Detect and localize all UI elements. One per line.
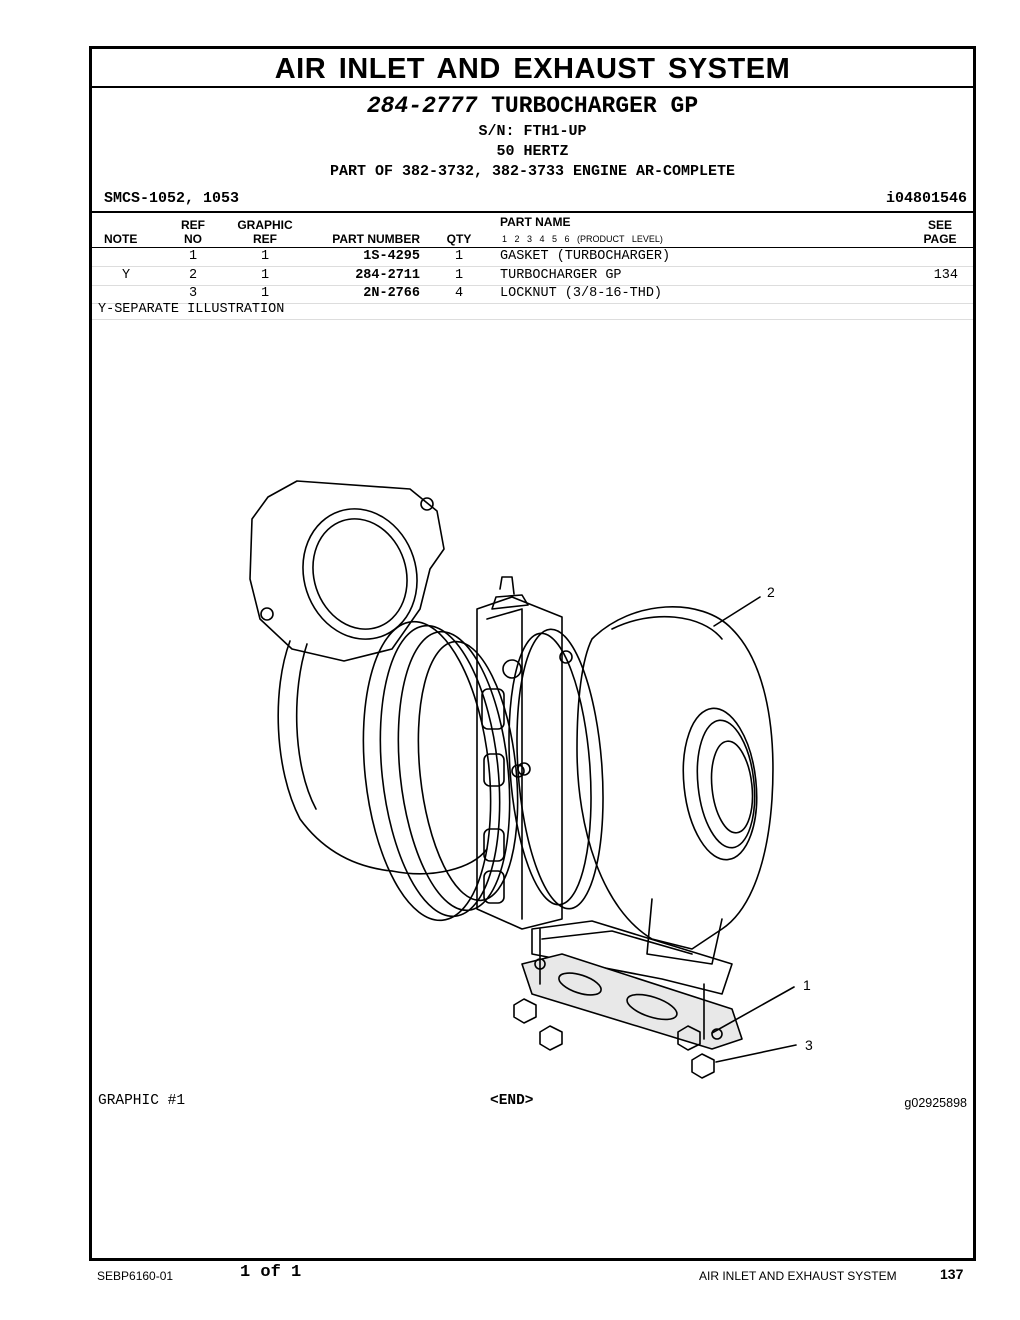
page-frame: AIR INLET AND EXHAUST SYSTEM 284-2777 TU… [89, 46, 976, 1261]
frequency: 50 HERTZ [496, 143, 569, 160]
table-header-rule [92, 247, 973, 248]
row-ref: 2 [188, 268, 198, 283]
row-divider [92, 266, 973, 267]
smcs-codes: SMCS-1052, 1053 [104, 190, 240, 207]
col-ref-bottom: NO [184, 232, 202, 246]
row-qty: 1 [454, 268, 464, 283]
turbocharger-illustration: 2 1 3 [249, 480, 813, 1079]
row-part-number: 2N-2766 [363, 286, 420, 301]
part-of-line: PART OF 382-3732, 382-3733 ENGINE AR-COM… [329, 163, 736, 180]
row-part-name: GASKET (TURBOCHARGER) [500, 249, 671, 264]
header-divider [92, 211, 973, 213]
col-product-level: 1 2 3 4 5 6 (PRODUCT LEVEL) [502, 234, 663, 244]
row-qty: 4 [454, 286, 464, 301]
row-part-number: 1S-4295 [363, 249, 420, 264]
row-divider [92, 285, 973, 286]
row-note: Y [121, 268, 131, 283]
footer-page-of: 1 of 1 [240, 1263, 302, 1282]
col-see-bottom: PAGE [923, 232, 957, 246]
callout-2: 2 [767, 584, 775, 600]
group-part-number: 284-2777 [366, 93, 478, 119]
row-graphic: 1 [260, 268, 270, 283]
col-part-name: PART NAME [500, 215, 571, 229]
row-graphic: 1 [260, 286, 270, 301]
footer-page-number: 137 [940, 1266, 964, 1282]
graphic-label: GRAPHIC #1 [98, 1093, 186, 1109]
col-graphic-top: GRAPHIC [237, 218, 293, 232]
col-see-top: SEE [927, 218, 952, 232]
callout-1: 1 [803, 977, 811, 993]
row-graphic: 1 [260, 249, 270, 264]
footer-doc-number: SEBP6160-01 [97, 1269, 174, 1283]
col-ref-top: REF [181, 218, 205, 232]
callout-3: 3 [805, 1037, 813, 1053]
footnote-divider [92, 319, 973, 320]
row-part-number: 284-2711 [355, 268, 420, 283]
col-graphic-bottom: REF [253, 232, 277, 246]
col-note: NOTE [104, 232, 138, 246]
row-see-page[interactable]: 134 [933, 268, 958, 283]
footer-section: AIR INLET AND EXHAUST SYSTEM [699, 1269, 897, 1283]
group-title: 284-2777 TURBOCHARGER GP [92, 93, 973, 119]
row-part-name: LOCKNUT (3/8-16-THD) [500, 286, 663, 301]
row-qty: 1 [454, 249, 464, 264]
col-qty: QTY [446, 232, 472, 246]
group-name: TURBOCHARGER GP [491, 93, 699, 119]
row-ref: 3 [188, 286, 198, 301]
row-part-name: TURBOCHARGER GP [500, 268, 622, 283]
row-divider [92, 303, 973, 304]
col-part-number: PART NUMBER [332, 232, 420, 246]
end-label: <END> [490, 1093, 534, 1109]
section-title: AIR INLET AND EXHAUST SYSTEM [92, 49, 973, 88]
serial-number: S/N: FTH1-UP [478, 123, 587, 140]
row-ref: 1 [188, 249, 198, 264]
table-footnote: Y-SEPARATE ILLUSTRATION [98, 302, 285, 317]
illustration-id: i04801546 [885, 190, 967, 207]
graphic-number: g02925898 [904, 1096, 967, 1110]
